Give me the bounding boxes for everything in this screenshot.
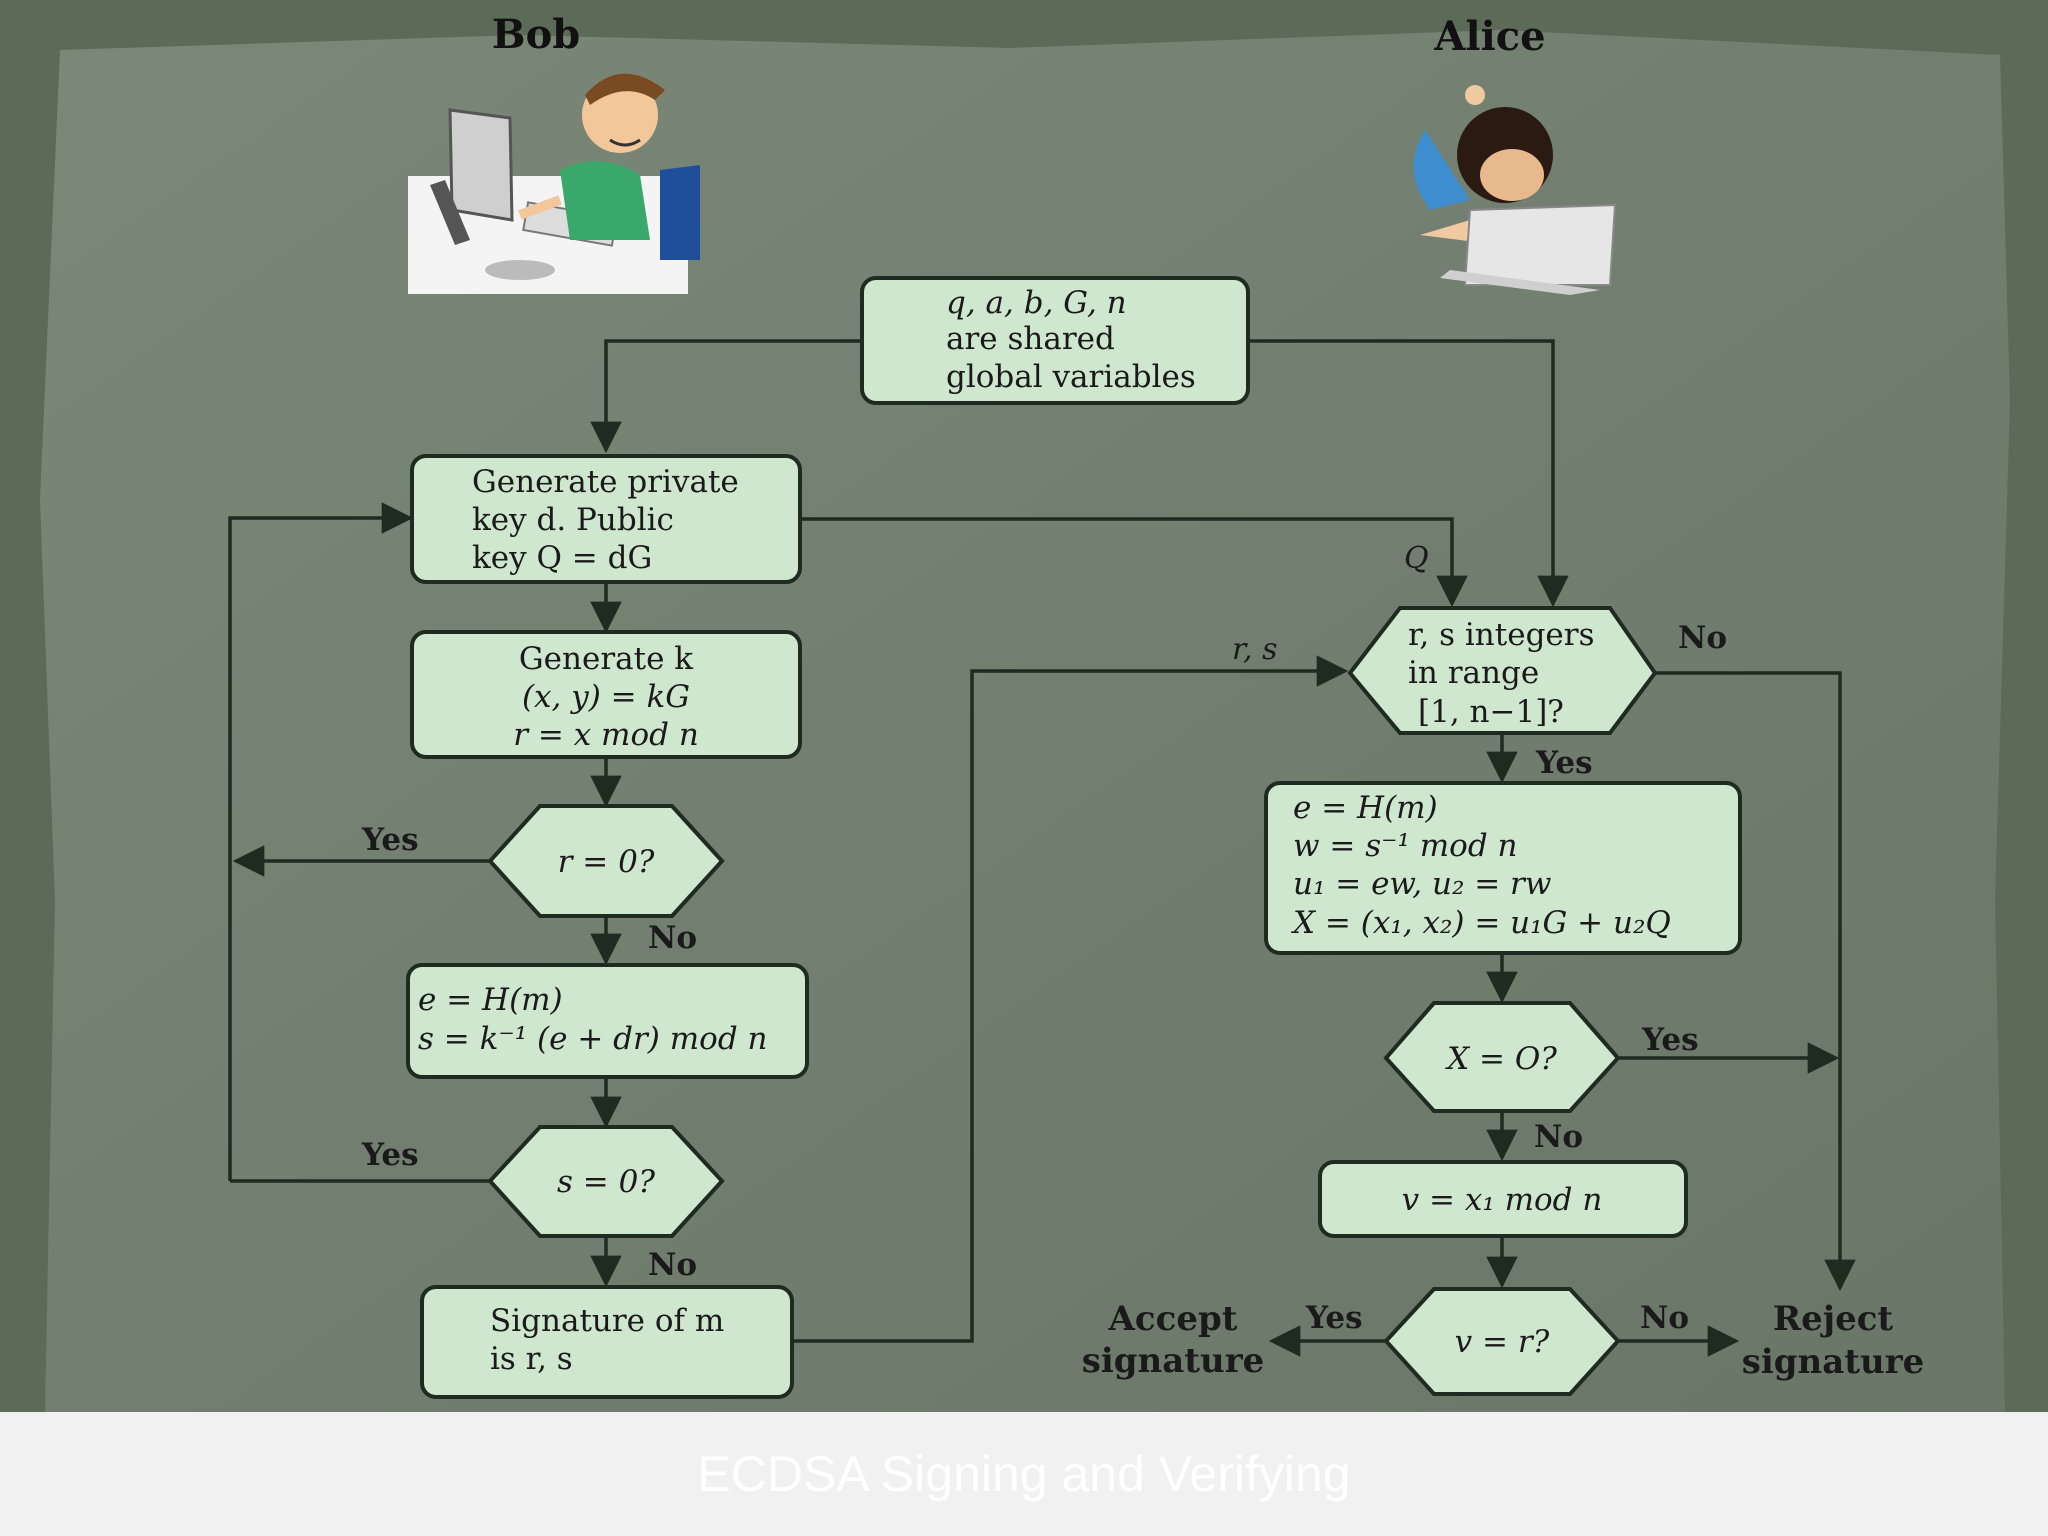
s0-yes-label: Yes: [361, 1137, 419, 1173]
genk-line-2: (x, y) = kG: [522, 679, 690, 715]
range-decision: [1347, 606, 1658, 735]
genk-line-1: Generate k: [519, 641, 693, 677]
arrow-range-no: [1654, 671, 1856, 1292]
signing-line-2: s = k⁻¹ (e + dr) mod n: [418, 1021, 767, 1057]
r0-no-label: No: [648, 920, 697, 956]
accept-line-1: Accept: [1108, 1299, 1238, 1339]
genk-box: [410, 630, 802, 759]
bob-shapes: [406, 276, 1250, 1399]
q-label: Q: [1404, 541, 1429, 576]
genkey-line-3: key Q = dG: [472, 540, 652, 576]
x0-decision: [1383, 1001, 1621, 1113]
genk-line-3: r = x mod n: [513, 717, 699, 753]
arrow-loop-to-genkey: [228, 502, 414, 1181]
arrow-globals-to-genkey: [590, 339, 862, 454]
genkey-line-1: Generate private: [472, 464, 739, 500]
genkey-box: [410, 454, 802, 584]
signing-box: [406, 963, 809, 1079]
arrow-publickey-Q: [798, 517, 1468, 608]
globals-line-1: q, a, b, G, n: [946, 285, 1127, 321]
signing-line-1: e = H(m): [418, 982, 563, 1018]
ecdsa-flowchart: Bob Alice: [0, 0, 2048, 1412]
signature-box: [420, 1285, 794, 1399]
s0-no-label: No: [648, 1247, 697, 1283]
arrow-globals-to-range: [1248, 339, 1569, 608]
signature-line-1: Signature of m: [490, 1303, 724, 1339]
vr-yes-label: Yes: [1305, 1300, 1363, 1336]
vr-text: v = r?: [1455, 1324, 1550, 1360]
vr-no-label: No: [1640, 1300, 1689, 1336]
rs-label: r, s: [1232, 632, 1278, 667]
signature-line-2: is r, s: [490, 1341, 573, 1377]
globals-line-2: are shared: [946, 321, 1115, 357]
verify-box: [1264, 781, 1742, 955]
range-line-3: [1, n−1]?: [1418, 694, 1564, 730]
s0-decision: [487, 1125, 725, 1238]
verify-line-3: u₁ = ew, u₂ = rw: [1293, 866, 1551, 902]
reject-line-1: Reject: [1773, 1299, 1894, 1339]
alice-label: Alice: [1433, 13, 1545, 60]
bob-label: Bob: [492, 11, 580, 58]
r0-decision: [487, 804, 725, 918]
r0-text: r = 0?: [558, 844, 655, 880]
range-line-2: in range: [1408, 655, 1539, 691]
alice-shapes: [1264, 606, 1742, 1396]
alice-connectors: [1248, 339, 1856, 1357]
reject-line-2: signature: [1742, 1342, 1925, 1382]
globals-box: [860, 276, 1250, 405]
slide-caption: ECDSA Signing and Verifying: [697, 1446, 1351, 1502]
x0-text: X = O?: [1445, 1041, 1557, 1077]
vmod-text: v = x₁ mod n: [1402, 1182, 1603, 1218]
range-line-1: r, s integers: [1408, 617, 1594, 653]
alice-with-laptop-icon: [1413, 85, 1617, 295]
verify-line-1: e = H(m): [1293, 790, 1438, 826]
x0-yes-label: Yes: [1641, 1022, 1699, 1058]
arrow-signature-to-verify: [792, 655, 1349, 1343]
paper-panel: [40, 30, 2010, 1412]
verify-line-2: w = s⁻¹ mod n: [1293, 828, 1518, 864]
vmod-box: [1318, 1160, 1688, 1238]
x0-no-label: No: [1534, 1119, 1583, 1155]
r0-yes-label: Yes: [361, 822, 419, 858]
accept-line-2: signature: [1082, 1341, 1265, 1381]
globals-line-3: global variables: [946, 359, 1196, 395]
caption-bar: [0, 1412, 2048, 1536]
bob-connectors: [228, 339, 1468, 1343]
range-no-label: No: [1678, 620, 1727, 656]
s0-text: s = 0?: [557, 1164, 655, 1200]
range-yes-label: Yes: [1535, 745, 1593, 781]
bob-at-computer-icon: [408, 73, 700, 294]
genkey-line-2: key d. Public: [472, 502, 674, 538]
verify-line-4: X = (x₁, x₂) = u₁G + u₂Q: [1291, 905, 1671, 941]
vr-decision: [1383, 1287, 1621, 1396]
